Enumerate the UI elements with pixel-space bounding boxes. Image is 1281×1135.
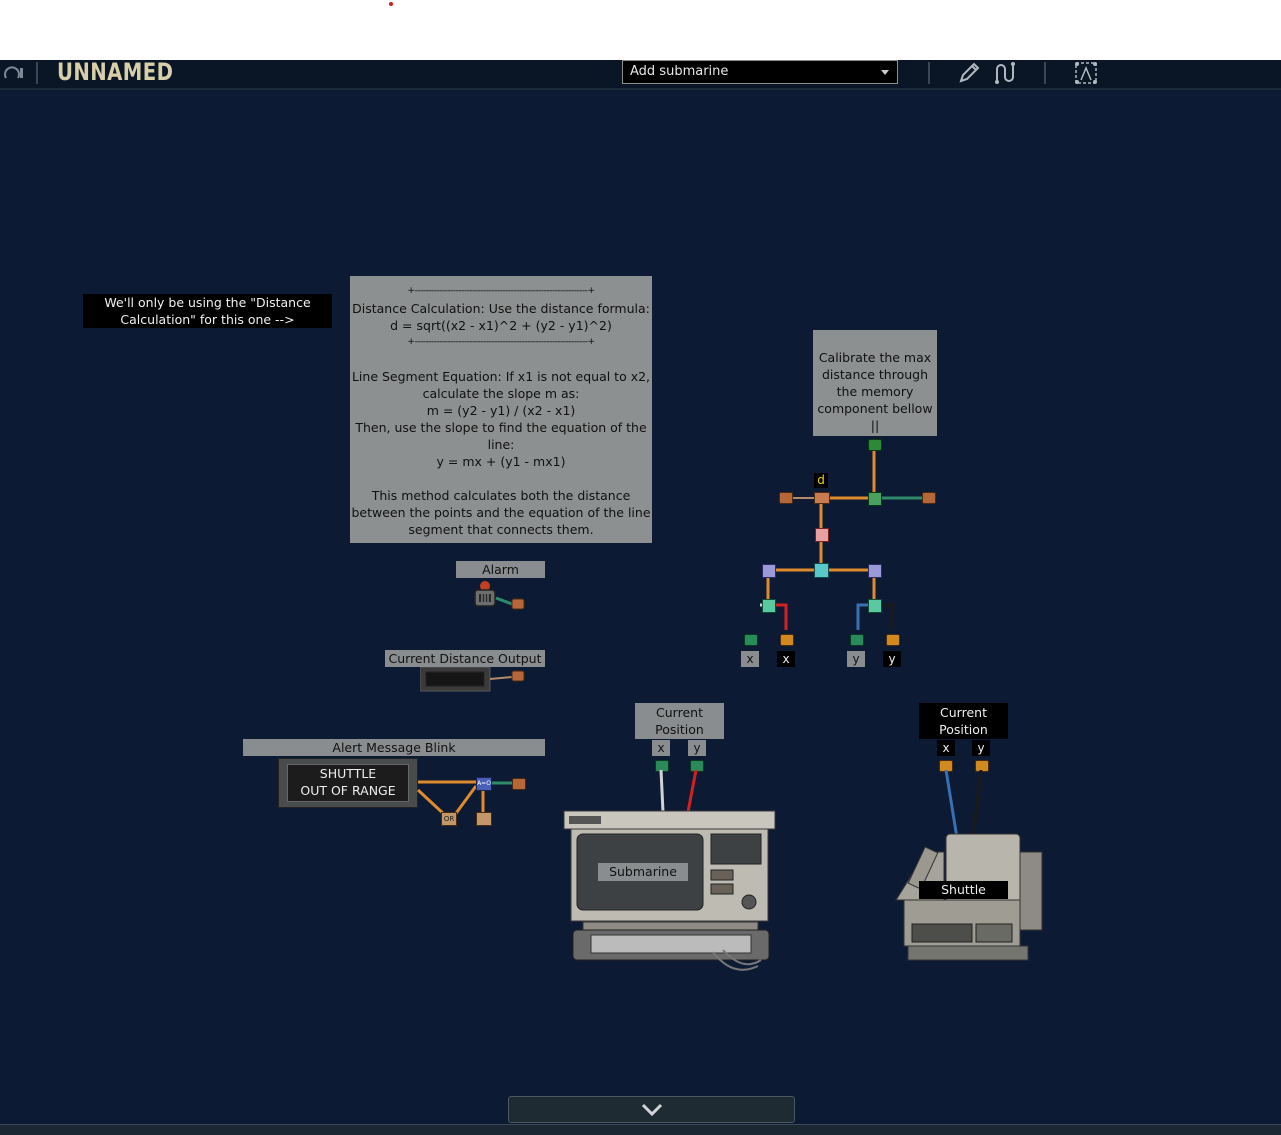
formula-line: +---------------------------------------…: [407, 337, 595, 347]
formula-line: Distance Calculation: Use the distance f…: [352, 301, 650, 316]
oscillator-component[interactable]: [476, 812, 492, 826]
alert-wiring: [416, 780, 512, 818]
sub-x-label: x: [652, 740, 670, 756]
alert-display-component[interactable]: SHUTTLE OUT OF RANGE: [278, 758, 418, 808]
shuttle-position-wires: [944, 770, 983, 839]
wifi-component-icon[interactable]: [922, 492, 936, 504]
pencil-icon[interactable]: [957, 62, 983, 84]
greater-than-component[interactable]: [868, 492, 882, 506]
shuttle-x-label: x: [937, 740, 955, 756]
note-calibrate[interactable]: Calibrate the max distance through the m…: [813, 330, 937, 450]
note-text: We'll only be using the "Distance Calcul…: [104, 295, 311, 327]
add-component[interactable]: [814, 563, 829, 578]
cursor-dot: [389, 2, 393, 6]
formula-line: Line Segment Equation: If x1 is not equa…: [351, 369, 651, 384]
or-gate-component[interactable]: OR: [441, 812, 457, 826]
formula-line: segment that connects them.: [408, 522, 594, 537]
formula-line: [350, 351, 652, 368]
formula-line: Then, use the slope to find the equation…: [355, 420, 647, 435]
shuttle-label: Shuttle: [919, 881, 1008, 899]
subtract-component-right[interactable]: [868, 599, 882, 613]
formula-line: +---------------------------------------…: [407, 286, 595, 296]
note-distance-calculation-pointer[interactable]: We'll only be using the "Distance Calcul…: [83, 294, 332, 328]
formula-line: between the points and the equation of t…: [351, 505, 651, 520]
shuttle-out-of-range-text: SHUTTLE OUT OF RANGE: [287, 764, 409, 802]
alarm-component[interactable]: [472, 578, 528, 612]
toolbar-separator: [1044, 62, 1046, 84]
memory-d-component[interactable]: [814, 492, 830, 504]
wifi-component-icon[interactable]: [886, 634, 900, 646]
sqrt-component[interactable]: [815, 528, 829, 542]
formula-text: +---------------------------------------…: [350, 283, 652, 538]
submarine-name[interactable]: UNNAMED: [57, 58, 174, 86]
chevron-down-icon: [641, 1103, 663, 1117]
wifi-component-icon[interactable]: [780, 634, 794, 646]
shuttle-current-position-label: Current Position: [919, 703, 1008, 739]
submarine-navigation-terminal[interactable]: [563, 810, 776, 975]
sub-position-wires: [659, 770, 698, 813]
formula-line: calculate the slope m as:: [422, 386, 580, 401]
distance-display-component[interactable]: [419, 666, 530, 693]
subtract-component-left[interactable]: [762, 599, 776, 613]
alarm-label: Alarm: [456, 561, 545, 578]
formula-line: This method calculates both the distance: [371, 488, 631, 503]
note-distance-formula[interactable]: +---------------------------------------…: [350, 276, 652, 543]
add-submarine-dropdown[interactable]: Add submarine: [622, 60, 898, 84]
sub-current-position-label: Current Position: [635, 703, 724, 739]
formula-line: [350, 470, 652, 487]
wifi-component-icon[interactable]: [779, 492, 793, 504]
formula-line: y = mx + (y1 - mx1): [436, 454, 566, 469]
chevron-down-icon: [881, 70, 889, 75]
undo-icon[interactable]: [2, 64, 24, 82]
or-gate-label: OR: [443, 815, 455, 823]
wifi-component-icon[interactable]: [744, 634, 758, 646]
select-tool-icon[interactable]: [1073, 60, 1099, 86]
and-gate-component[interactable]: A=O: [476, 777, 492, 791]
d-label: d: [814, 473, 828, 488]
pow-component-right[interactable]: [868, 564, 882, 578]
x-input-label: x: [777, 651, 795, 667]
submarine-label: Submarine: [598, 863, 688, 881]
formula-line: line:: [487, 437, 515, 452]
add-submarine-label: Add submarine: [630, 64, 729, 79]
toolbar-separator: [928, 62, 930, 84]
x-input-label: x: [741, 651, 759, 667]
y-input-label: y: [847, 651, 865, 667]
wifi-component-icon[interactable]: [850, 634, 864, 646]
formula-line: m = (y2 - y1) / (x2 - x1): [426, 403, 576, 418]
toolbar-separator: [36, 62, 38, 84]
and-gate-label: A=O: [477, 780, 491, 787]
bottom-panel-edge: [0, 1124, 1281, 1135]
wire-icon[interactable]: [992, 60, 1018, 86]
y-input-label: y: [883, 651, 901, 667]
pow-component-left[interactable]: [762, 564, 776, 578]
wifi-component-icon[interactable]: [512, 778, 526, 790]
collapse-panel-button[interactable]: [508, 1096, 795, 1123]
distance-circuit: [760, 445, 923, 630]
formula-line: d = sqrt((x2 - x1)^2 + (y2 - y1)^2): [390, 318, 612, 333]
sub-y-label: y: [688, 740, 706, 756]
shuttle-y-label: y: [972, 740, 990, 756]
alert-message-blink-label: Alert Message Blink: [243, 739, 545, 756]
memory-component[interactable]: [868, 439, 882, 451]
current-distance-output-label: Current Distance Output: [385, 650, 545, 667]
